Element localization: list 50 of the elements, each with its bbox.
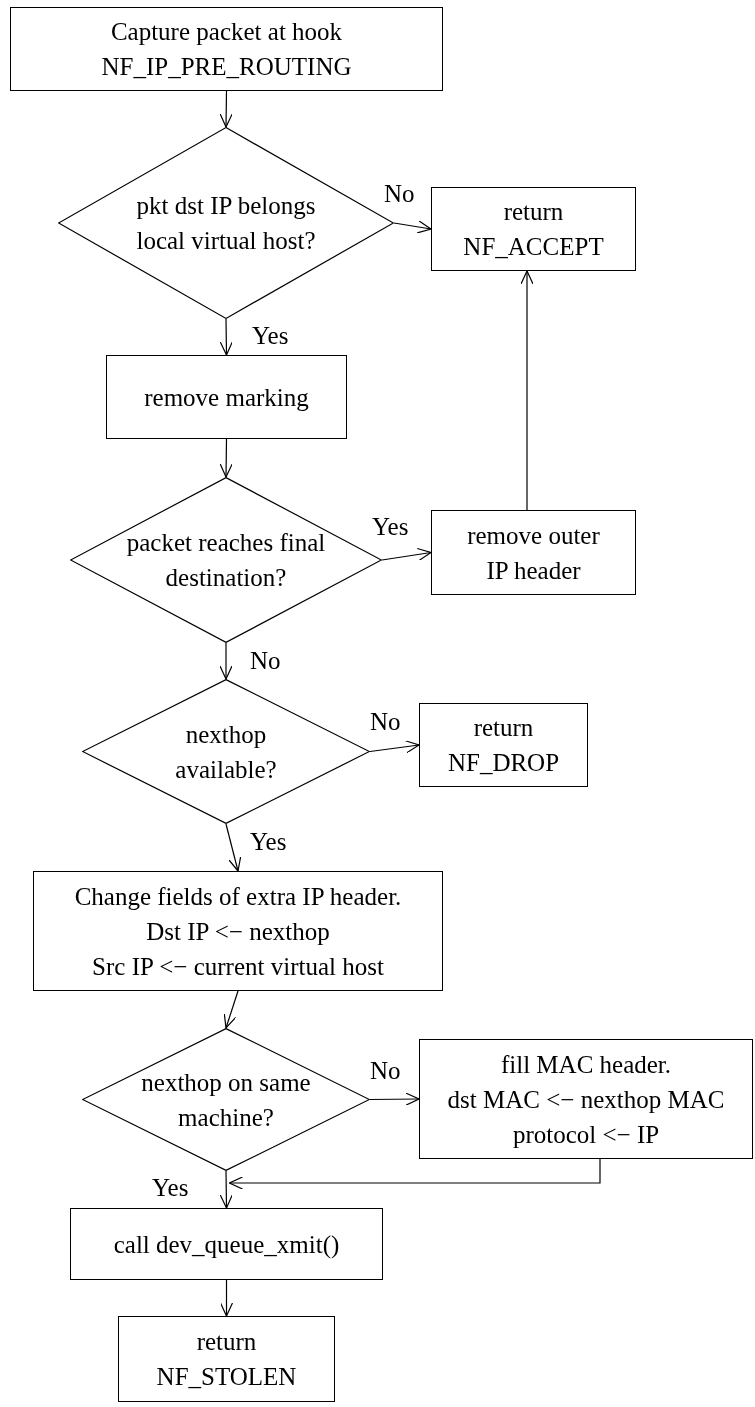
decision-diamond bbox=[82, 679, 370, 824]
arrow bbox=[219, 1279, 234, 1317]
edge-label: No bbox=[384, 179, 415, 209]
edge-label: Yes bbox=[250, 827, 287, 857]
process-box bbox=[10, 7, 443, 91]
process-box bbox=[419, 703, 588, 787]
decision-diamond bbox=[82, 1028, 370, 1171]
arrow bbox=[520, 270, 534, 511]
edge-label: No bbox=[370, 1056, 401, 1086]
arrow bbox=[223, 990, 239, 1029]
process-box bbox=[419, 1039, 753, 1159]
node-text: remove outer IP header bbox=[466, 520, 601, 586]
node-text: return NF_DROP bbox=[446, 713, 561, 778]
arrow bbox=[219, 1170, 233, 1209]
node-text: Capture packet at hook NF_IP_PRE_ROUTING bbox=[100, 17, 353, 82]
node-text: call dev_queue_xmit() bbox=[113, 1229, 340, 1260]
node-text: Dst IP <− nexthop bbox=[146, 916, 330, 947]
arrow bbox=[219, 642, 233, 680]
node-text: pkt dst IP belongs local virtual host? bbox=[135, 191, 317, 256]
node-text: fill MAC header. bbox=[500, 1049, 672, 1080]
process-box bbox=[118, 1316, 335, 1402]
arrow bbox=[219, 318, 233, 356]
arrow bbox=[228, 1158, 601, 1190]
node-text: nexthop available? bbox=[174, 719, 278, 785]
arrow bbox=[369, 740, 420, 754]
process-box bbox=[431, 510, 636, 595]
arrow bbox=[393, 220, 432, 234]
edge-label: No bbox=[370, 707, 401, 737]
node-text: nexthop on same machine? bbox=[141, 1067, 311, 1133]
edge-label: Yes bbox=[372, 512, 409, 542]
process-box bbox=[106, 355, 347, 439]
arrow bbox=[369, 1092, 420, 1106]
arrow bbox=[219, 438, 233, 478]
node-text: return NF_STOLEN bbox=[155, 1327, 298, 1392]
node-text: dst MAC <− nexthop MAC bbox=[447, 1084, 725, 1115]
node-text: protocol <− IP bbox=[512, 1119, 660, 1150]
arrow bbox=[225, 823, 242, 872]
arrow bbox=[219, 90, 233, 128]
node-text: packet reaches final destination? bbox=[126, 528, 326, 593]
edge-label: Yes bbox=[152, 1173, 189, 1203]
edge-label: No bbox=[250, 646, 281, 676]
node-text: return NF_ACCEPT bbox=[462, 197, 605, 262]
node-text: Change fields of extra IP header. bbox=[74, 881, 402, 912]
process-box bbox=[431, 187, 636, 271]
node-text: Src IP <− current virtual host bbox=[92, 951, 384, 982]
arrow bbox=[381, 547, 432, 561]
process-box bbox=[33, 871, 443, 991]
edge-label: Yes bbox=[252, 321, 289, 351]
process-box bbox=[70, 1208, 383, 1280]
node-text: remove marking bbox=[144, 382, 309, 413]
